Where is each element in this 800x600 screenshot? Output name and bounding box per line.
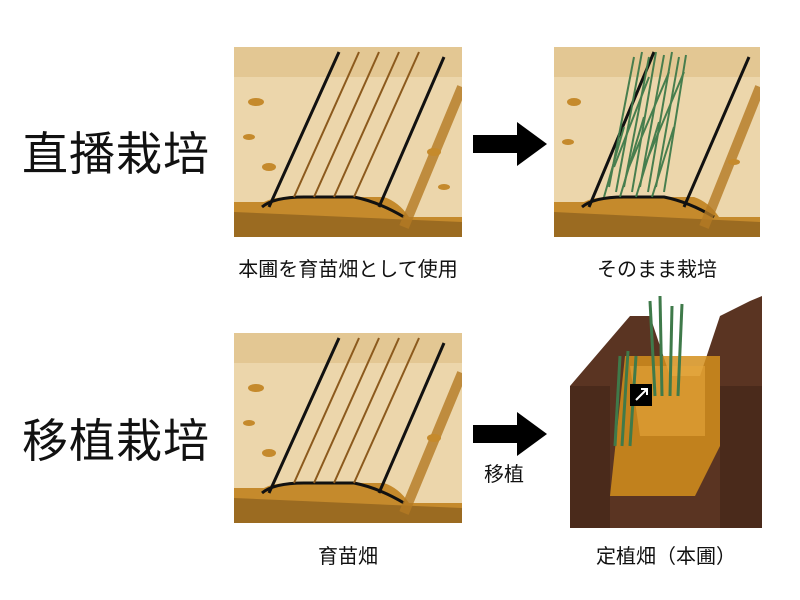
transplant-arrow-label: 移植 (484, 462, 524, 486)
planting-field-illustration (570, 296, 762, 528)
nursery-field-illustration-top (234, 47, 462, 237)
direct-seeding-field-illustration (554, 47, 760, 237)
caption-main-field-as-nursery: 本圃を育苗畑として使用 (238, 257, 458, 281)
caption-grow-as-is: そのまま栽培 (597, 257, 717, 281)
caption-planting-field-main: 定植畑（本圃） (596, 544, 736, 568)
arrow-right-icon (473, 122, 547, 166)
caption-nursery-field: 育苗畑 (318, 544, 378, 568)
diagonal-expand-icon (630, 384, 652, 406)
nursery-field-illustration-bottom (234, 333, 462, 523)
row-title-transplant: 移植栽培 (22, 414, 210, 468)
row-title-direct-seeding: 直播栽培 (22, 127, 210, 181)
arrow-right-icon (473, 412, 547, 456)
